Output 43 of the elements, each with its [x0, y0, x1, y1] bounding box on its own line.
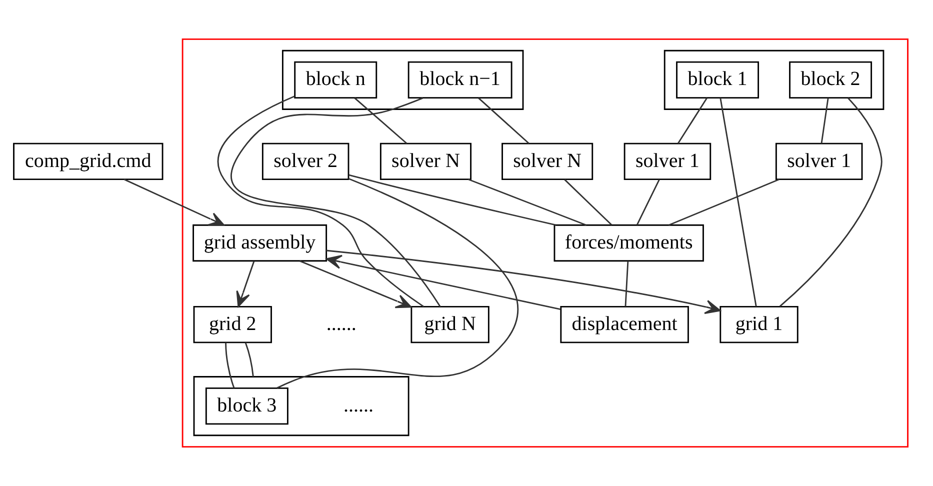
cluster — [664, 50, 884, 110]
connector — [820, 98, 829, 144]
node-box: grid 1 — [720, 306, 798, 344]
connector — [225, 342, 235, 388]
node-box: solver 1 — [775, 142, 863, 180]
arrow — [236, 260, 255, 308]
node-box: solver 2 — [262, 142, 350, 180]
arrow — [124, 178, 225, 226]
connector — [720, 98, 757, 306]
node-box: solver 1 — [624, 142, 712, 180]
node-box: block 3 — [205, 387, 288, 425]
node-box: block n — [294, 61, 378, 99]
node-box: block 1 — [676, 61, 760, 99]
connector — [354, 98, 408, 144]
connector — [636, 179, 660, 226]
connector — [468, 178, 587, 226]
cluster — [182, 38, 908, 448]
node-box: block n−1 — [408, 61, 512, 99]
arrow — [326, 250, 721, 314]
connector — [348, 174, 556, 226]
node-box: solver N — [380, 142, 472, 180]
node-box: comp_grid.cmd — [13, 142, 164, 180]
arrow — [326, 254, 561, 310]
connector — [677, 98, 708, 144]
node-box: grid 2 — [193, 306, 272, 344]
connector — [564, 179, 612, 226]
label: ...... — [326, 312, 356, 335]
connector — [478, 98, 530, 144]
connector — [624, 261, 629, 306]
node-box: grid assembly — [192, 224, 328, 262]
connector — [668, 178, 780, 226]
node-box: block 2 — [789, 61, 872, 99]
cluster — [282, 50, 524, 110]
connector — [244, 342, 254, 377]
node-box: displacement — [560, 306, 689, 344]
cluster — [193, 376, 410, 436]
node-box: solver N — [502, 142, 594, 180]
node-box: forces/moments — [554, 224, 704, 262]
connector — [779, 98, 882, 307]
arrow — [299, 260, 412, 308]
node-box: grid N — [410, 306, 490, 344]
connector — [276, 178, 518, 389]
label: ...... — [343, 394, 374, 416]
